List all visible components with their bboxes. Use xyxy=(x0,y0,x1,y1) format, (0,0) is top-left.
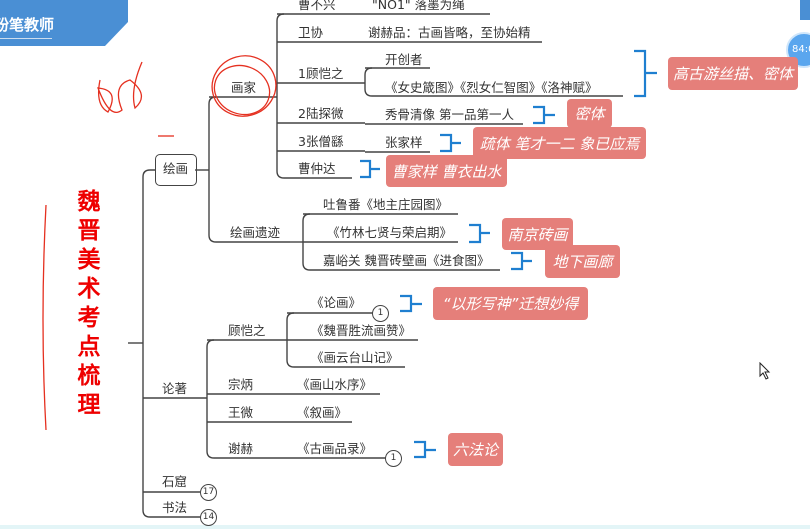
painter-zhang-sengyao[interactable]: 3张僧繇 xyxy=(298,134,344,149)
author-wang-wei[interactable]: 王微 xyxy=(228,405,254,420)
author-zong-bing[interactable]: 宗炳 xyxy=(228,377,254,392)
work-item[interactable]: 《叙画》 xyxy=(297,405,348,420)
painter-wei-xie[interactable]: 卫协 xyxy=(298,25,324,40)
brand-name: 粉笔教师 xyxy=(0,16,55,34)
author-xie-he[interactable]: 谢赫 xyxy=(228,441,254,456)
painter-detail[interactable]: 谢赫品：古画皆略，至协始精 xyxy=(368,25,531,40)
note-lunhua[interactable]: “以形写神”迁想妙得 xyxy=(433,287,588,320)
relic-item[interactable]: 吐鲁番《地主庄园图》 xyxy=(323,197,449,212)
note-lu-tanwei[interactable]: 密体 xyxy=(567,99,612,128)
root-title: 魏晋美术考点梳理 xyxy=(77,189,101,418)
note-xie-he[interactable]: 六法论 xyxy=(448,433,503,466)
node-painters[interactable]: 画家 xyxy=(231,80,257,95)
note-relic[interactable]: 地下画廊 xyxy=(545,245,620,278)
brand-banner: 粉笔教师 xyxy=(0,0,128,46)
note-zhang-sengyao[interactable]: 疏体 笔才一二 象已应焉 xyxy=(473,127,646,159)
node-calligraphy[interactable]: 书法 xyxy=(162,500,188,515)
count-badge[interactable]: 17 xyxy=(200,484,217,501)
brackets xyxy=(360,49,657,459)
work-item[interactable]: 《魏晋胜流画赞》 xyxy=(311,323,412,338)
author-gu-kaizhi[interactable]: 顾恺之 xyxy=(228,323,266,338)
work-item[interactable]: 《古画品录》 xyxy=(297,441,373,456)
note-cao-zhongda[interactable]: 曹家样 曹衣出水 xyxy=(386,155,507,187)
note-relic[interactable]: 南京砖画 xyxy=(502,218,573,250)
node-painting-label: 绘画 xyxy=(163,161,189,176)
painter-cao-buxing[interactable]: 曹不兴 xyxy=(298,0,336,12)
window-edge-tab xyxy=(800,0,810,20)
node-painting[interactable] xyxy=(155,154,197,186)
node-relics[interactable]: 绘画遗迹 xyxy=(230,225,281,240)
node-treatises[interactable]: 论著 xyxy=(162,381,188,396)
painter-detail[interactable]: 《女史箴图》《烈女仁智图》《洛神赋》 xyxy=(385,80,598,95)
node-grottoes[interactable]: 石窟 xyxy=(162,474,188,489)
work-item[interactable]: 《论画》 xyxy=(311,295,362,310)
work-item[interactable]: 《画山水序》 xyxy=(297,377,373,392)
count-badge[interactable]: 1 xyxy=(372,305,389,322)
relic-item[interactable]: 《竹林七贤与荣启期》 xyxy=(327,225,453,240)
painter-detail[interactable]: 开创者 xyxy=(385,52,423,67)
mouse-cursor-icon xyxy=(759,362,771,380)
painter-detail[interactable]: 秀骨清像 第一品第一人 xyxy=(385,107,514,122)
painter-detail[interactable]: 张家样 xyxy=(385,135,423,150)
count-badge[interactable]: 1 xyxy=(385,450,402,467)
painter-cao-zhongda[interactable]: 曹仲达 xyxy=(298,161,336,176)
painter-lu-tanwei[interactable]: 2陆探微 xyxy=(298,106,344,121)
note-gu-kaizhi[interactable]: 高古游丝描、密体 xyxy=(668,57,798,90)
painter-detail[interactable]: "NO1" 落墨为绳 xyxy=(372,0,465,12)
painter-gu-kaizhi[interactable]: 1顾恺之 xyxy=(298,66,344,81)
handwritten-annotations xyxy=(42,55,277,431)
work-item[interactable]: 《画云台山记》 xyxy=(311,350,399,365)
relic-item[interactable]: 嘉峪关 魏晋砖壁画《进食图》 xyxy=(323,253,490,268)
count-badge[interactable]: 14 xyxy=(200,509,217,526)
bottom-strip xyxy=(0,525,810,529)
